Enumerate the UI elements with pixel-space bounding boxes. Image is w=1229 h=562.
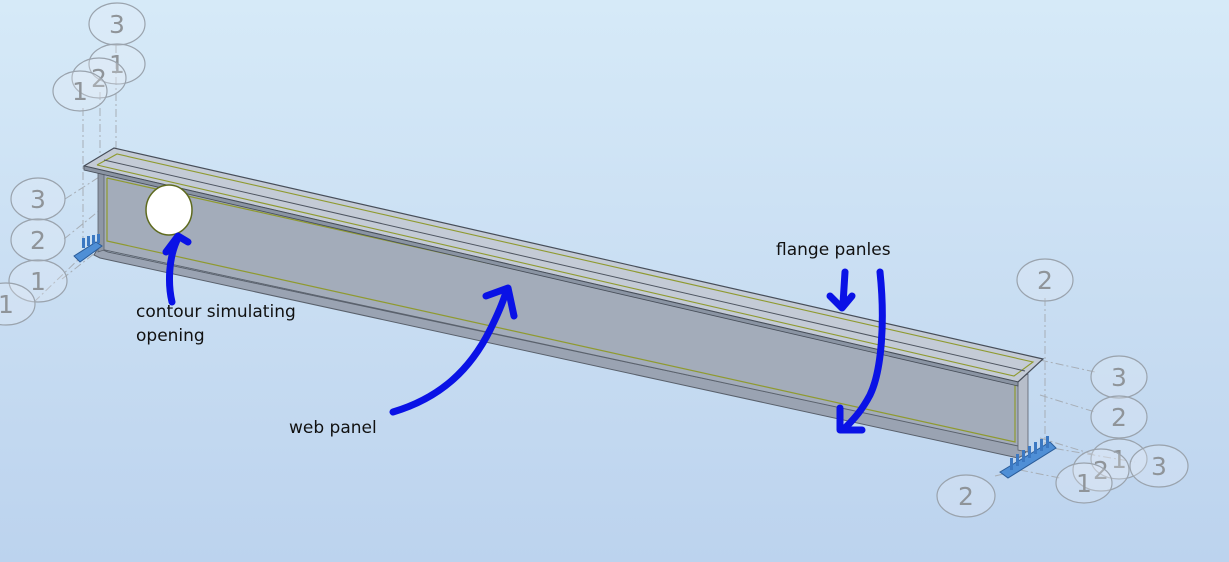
grid-bubble[interactable]: 2	[1072, 448, 1130, 492]
flange-panel-contour	[96, 153, 1035, 377]
grid-bubble[interactable]: 2	[10, 218, 66, 262]
right-support[interactable]	[999, 436, 1057, 479]
web-panel-arrow	[389, 284, 518, 416]
grid-bubble[interactable]: 3	[1090, 355, 1148, 399]
grid-bubble-label: 1	[1076, 469, 1092, 498]
grid-bubble[interactable]: 1	[1055, 462, 1113, 504]
grid-bubble[interactable]: 1	[52, 70, 108, 112]
grid-bubble[interactable]: 1	[8, 259, 68, 303]
grid-bubble-label: 3	[30, 185, 46, 214]
grid-bubble-label: 2	[91, 64, 107, 93]
grid-bubble[interactable]: 2	[1090, 395, 1148, 439]
left-support[interactable]	[73, 234, 103, 263]
i-beam[interactable]	[82, 147, 1045, 459]
grid-bubble[interactable]: 3	[10, 177, 66, 221]
grid-bubble[interactable]: 2	[936, 474, 996, 518]
grid-bubble[interactable]: 3	[88, 2, 146, 46]
grid-bubble-label: 1	[0, 290, 14, 319]
grid-bubble-label: 2	[1093, 456, 1109, 485]
web-panel-annotation: web panel	[289, 418, 377, 438]
grid-bubble-label: 3	[1111, 363, 1127, 392]
svg-text:1: 1	[109, 50, 125, 79]
grid-bubble-label: 2	[1111, 403, 1127, 432]
grid-bubble-label: 1	[30, 267, 46, 296]
flange-centerline	[103, 159, 1026, 372]
grid-bubble-label: 2	[30, 226, 46, 255]
flange-arrow-long	[836, 268, 886, 434]
grid-bubble-label: 1	[72, 77, 88, 106]
grid-bubble[interactable]: 2	[1016, 258, 1074, 302]
annotation-arrows	[162, 232, 886, 434]
opening-annotation-line-1: contour simulating	[136, 302, 296, 322]
grid-bubble-label: 2	[1037, 266, 1053, 295]
grid-bubbles-left: 3 2 1 1	[0, 177, 68, 326]
flange-arrow-short	[826, 268, 856, 312]
opening-annotation-line-2: opening	[136, 326, 205, 346]
grid-bubble[interactable]: 2	[71, 57, 127, 99]
grid-bubble[interactable]: 1	[0, 282, 36, 326]
web-end-face	[1017, 373, 1029, 453]
grid-bubble[interactable]: 1	[88, 43, 146, 85]
grid-bubble-label: 3	[1151, 452, 1167, 481]
opening-arrow	[162, 232, 192, 306]
top-flange-edge	[83, 165, 1019, 387]
opening-annotation: contour simulating opening	[136, 300, 296, 348]
grid-bubbles-right: 2 3 2 1 3 2 1 2	[936, 258, 1189, 518]
flange-panels-annotation: flange panles	[776, 240, 891, 260]
web-opening[interactable]	[145, 184, 193, 236]
grid-bubbles-top-left: 3 1 2 1	[52, 2, 146, 112]
grid-bubble-label: 3	[109, 10, 125, 39]
grid-bubble-label: 2	[958, 482, 974, 511]
grid-bubble[interactable]: 3	[1129, 444, 1189, 488]
